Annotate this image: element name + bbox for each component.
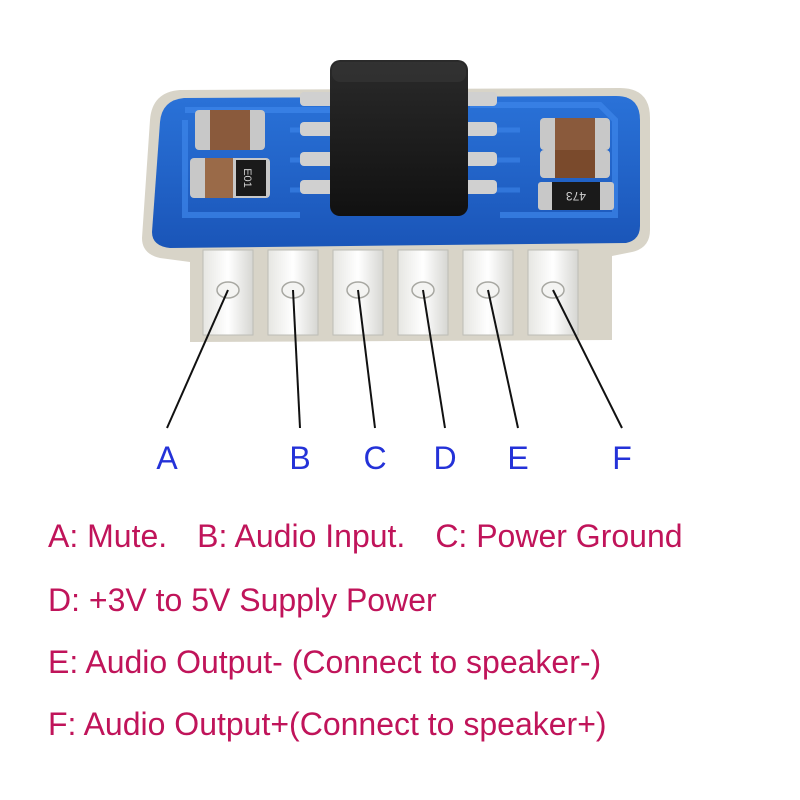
- leader-lines: [166, 289, 623, 429]
- pin-label-e: E: [507, 440, 529, 476]
- pin-label-f: F: [612, 440, 632, 476]
- description-line-1: A: Mute. B: Audio Input. C: Power Ground: [48, 516, 683, 556]
- left-resistor: E01: [190, 158, 270, 198]
- description-line-3: E: Audio Output- (Connect to speaker-): [48, 644, 602, 680]
- description-mute: A: Mute.: [48, 518, 168, 554]
- right-resistor: 473: [538, 182, 614, 210]
- description-line-2: D: +3V to 5V Supply Power: [48, 582, 437, 618]
- leader-line-c: [357, 289, 376, 429]
- description-audio-input: B: Audio Input.: [197, 518, 406, 554]
- leader-line-d: [422, 289, 446, 429]
- pin-label-b: B: [289, 440, 311, 476]
- ic-chip: [300, 60, 497, 216]
- right-capacitor-top: [540, 118, 610, 150]
- leader-line-b: [292, 289, 301, 429]
- pin-label-a: A: [156, 440, 178, 476]
- leader-line-a: [166, 289, 229, 429]
- pin-label-c: C: [363, 440, 387, 476]
- contact-pad-e: [462, 249, 514, 336]
- left-resistor-marking: E01: [241, 168, 253, 188]
- contact-pads: [202, 249, 579, 336]
- leader-line-e: [487, 289, 519, 429]
- leader-line-f: [552, 289, 623, 429]
- description-power-ground: C: Power Ground: [435, 518, 683, 554]
- right-resistor-marking: 473: [566, 189, 586, 203]
- description-line-4: F: Audio Output+(Connect to speaker+): [48, 706, 607, 742]
- pin-label-d: D: [433, 440, 457, 476]
- right-capacitor-bottom: [540, 150, 610, 178]
- left-capacitor: [195, 110, 265, 150]
